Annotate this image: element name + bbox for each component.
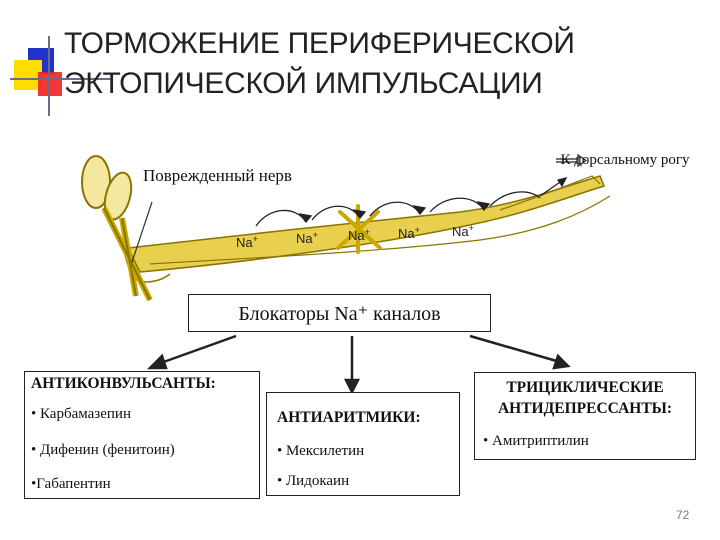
na-label-5: Na+ — [452, 223, 474, 239]
anticonvulsants-heading: АНТИКОНВУЛЬСАНТЫ: — [31, 375, 216, 393]
anticonvulsants-item: • Карбамазепин — [31, 406, 131, 423]
antiarrhythmics-box: АНТИАРИТМИКИ: • Мексилетин • Лидокаин — [266, 392, 460, 496]
tricyclics-item: • Амитриптилин — [483, 433, 589, 450]
antiarrhythmics-item: • Мексилетин — [277, 443, 364, 460]
tricyclics-box: ТРИЦИКЛИЧЕСКИЕ АНТИДЕПРЕССАНТЫ: • Амитри… — [474, 372, 696, 460]
na-channel-blockers-box: Блокаторы Na⁺ каналов — [188, 294, 491, 332]
scissors-icon — [82, 156, 150, 300]
page-number: 72 — [676, 508, 689, 522]
anticonvulsants-item: •Габапентин — [31, 476, 111, 493]
antiarrhythmics-item: • Лидокаин — [277, 473, 349, 490]
na-label-4: Na+ — [398, 225, 420, 241]
dorsal-horn-label: К дорсальному рогу — [560, 150, 690, 170]
damaged-nerve-label: Поврежденный нерв — [143, 166, 292, 186]
na-channel-blockers-label: Блокаторы Na⁺ каналов — [238, 301, 440, 326]
tricyclics-heading: ТРИЦИКЛИЧЕСКИЕ АНТИДЕПРЕССАНТЫ: — [475, 377, 695, 419]
anticonvulsants-box: АНТИКОНВУЛЬСАНТЫ: • Карбамазепин • Дифен… — [24, 371, 260, 499]
anticonvulsants-item: • Дифенин (фенитоин) — [31, 442, 175, 459]
antiarrhythmics-heading: АНТИАРИТМИКИ: — [277, 409, 421, 427]
